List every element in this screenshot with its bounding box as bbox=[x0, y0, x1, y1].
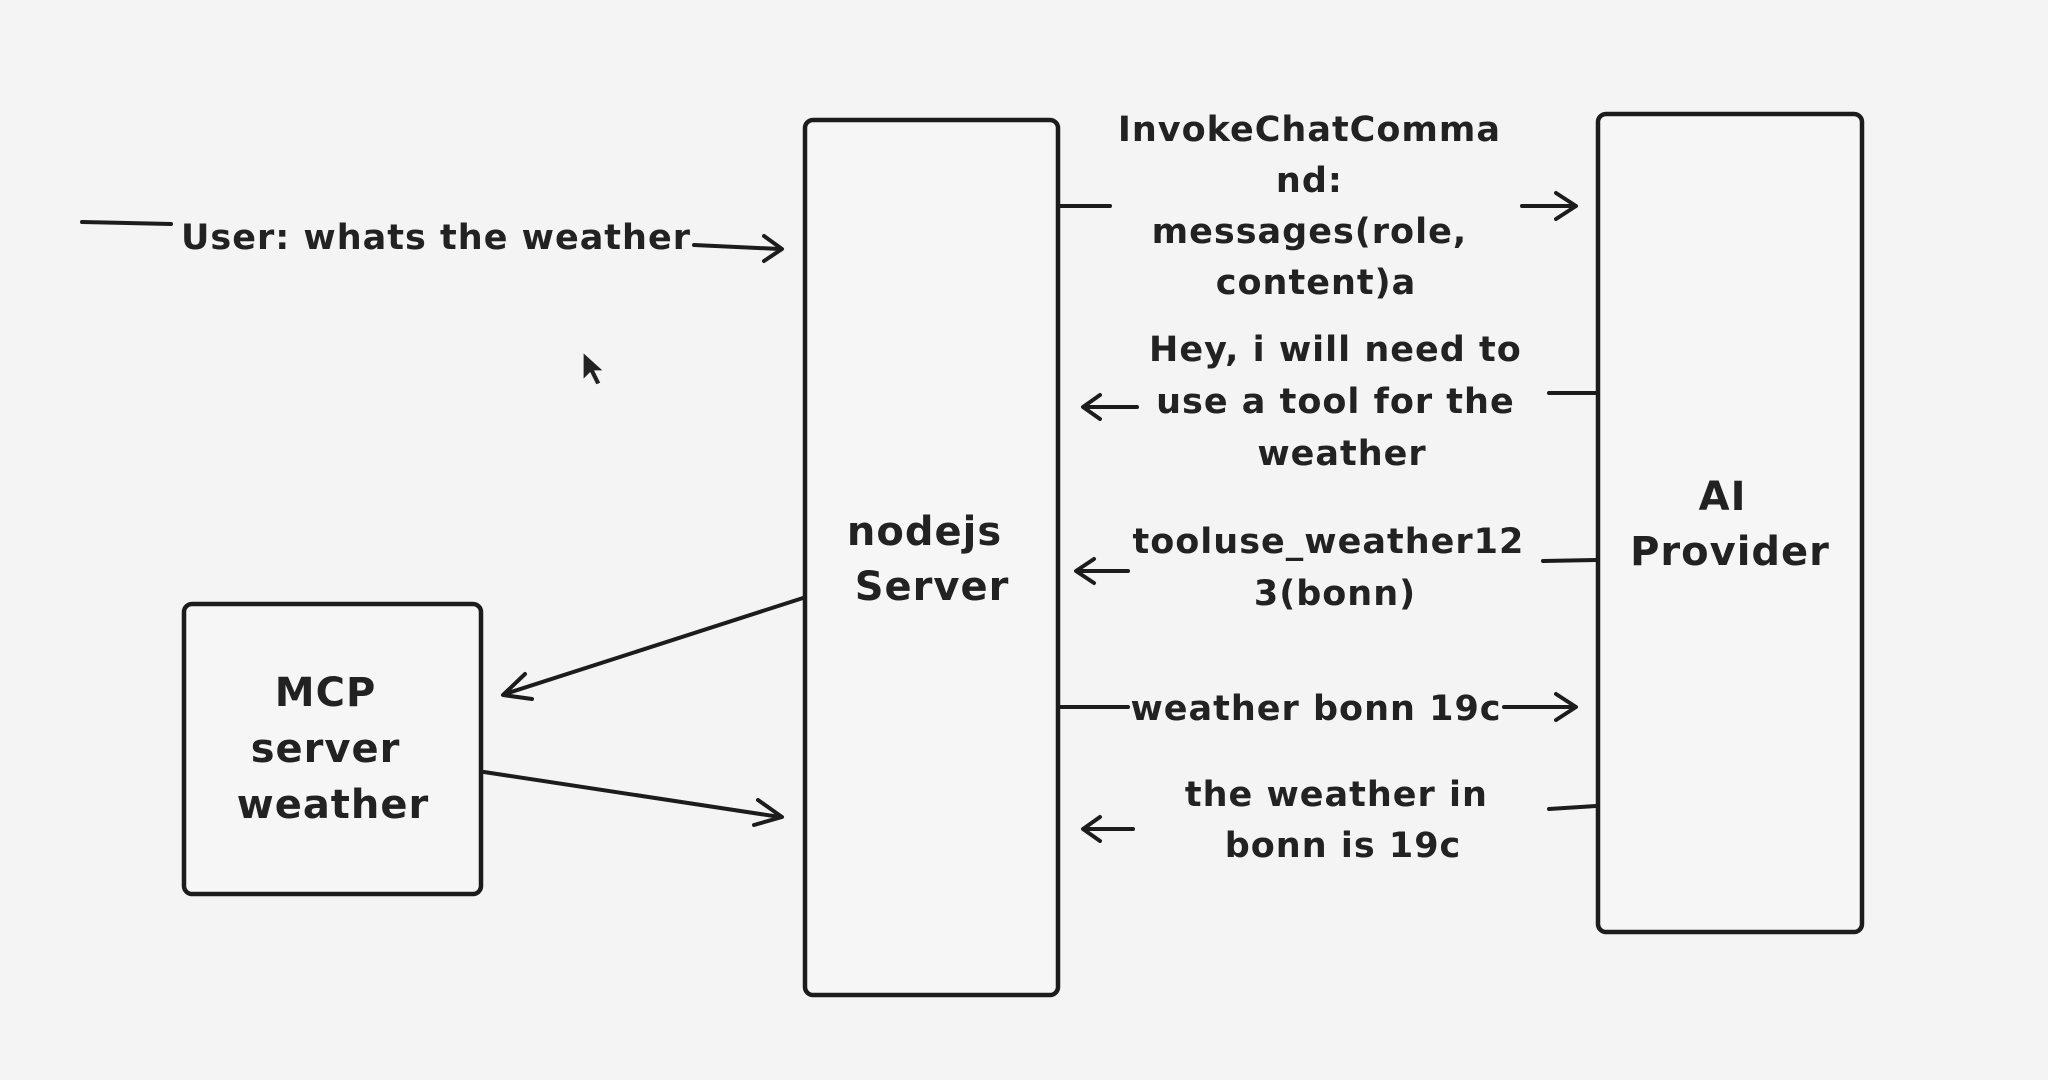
user-query-label: User: whats the weather bbox=[181, 218, 691, 258]
tool-request-label: Hey, i will need to use a tool for the w… bbox=[1149, 330, 1535, 474]
weather-result-arrow bbox=[1058, 692, 1578, 722]
mcp-to-server-arrow bbox=[482, 770, 784, 827]
final-answer-arrow bbox=[1081, 804, 1598, 843]
mcp-server-box bbox=[181, 601, 484, 897]
invoke-chat-label: InvokeChatComma nd: messages(role, conte… bbox=[1118, 110, 1514, 303]
weather-result-label: weather bonn 19c bbox=[1130, 689, 1501, 729]
final-answer-label: the weather in bonn is 19c bbox=[1185, 775, 1501, 866]
ai-provider-label: AI Provider bbox=[1630, 474, 1830, 575]
nodejs-server-label: nodejs Server bbox=[847, 509, 1017, 610]
server-to-mcp-arrow bbox=[501, 596, 805, 701]
nodejs-server-box bbox=[802, 117, 1061, 998]
invoke-chat-arrow bbox=[1058, 191, 1578, 221]
tool-use-arrow bbox=[1074, 557, 1598, 585]
mcp-server-label: MCP server weather bbox=[237, 670, 430, 828]
tool-use-label: tooluse_weather12 3(bonn) bbox=[1132, 522, 1537, 614]
user-query-arrow bbox=[80, 220, 784, 263]
ai-provider-box bbox=[1595, 111, 1865, 935]
mouse-cursor-icon bbox=[582, 350, 606, 386]
tool-request-arrow bbox=[1081, 391, 1598, 421]
